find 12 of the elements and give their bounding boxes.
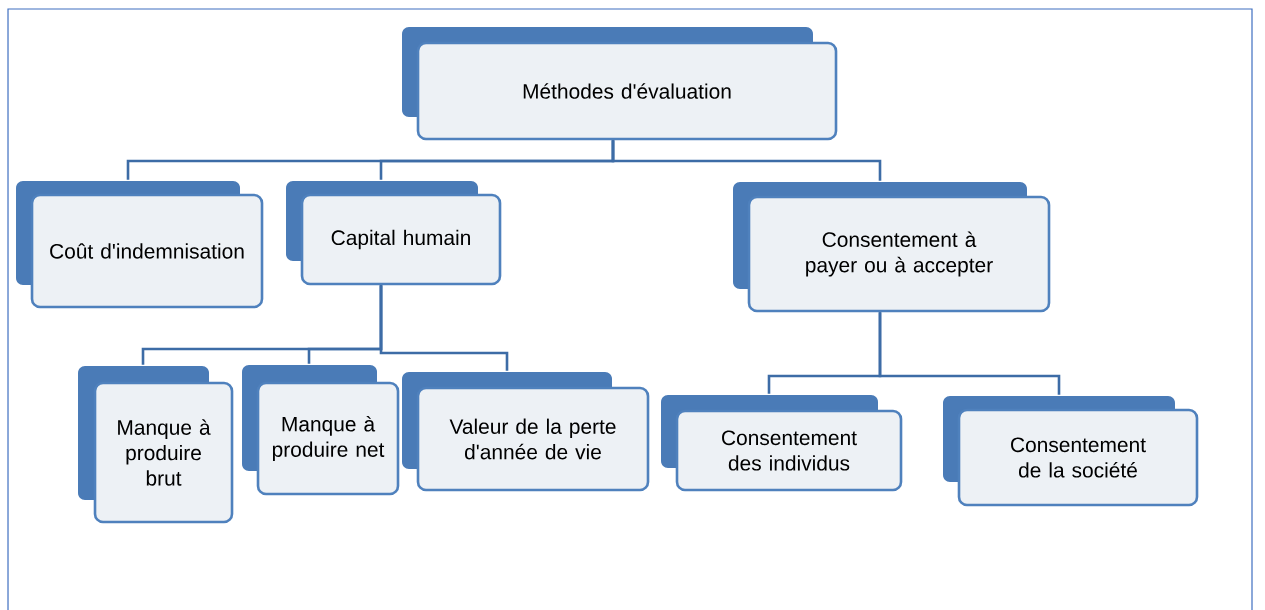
box-node: Consentement des individus <box>661 395 903 492</box>
box-node: Coût d'indemnisation <box>16 181 264 309</box>
box-node: Manque à produire brut <box>78 366 234 524</box>
box-node: Méthodes d'évaluation <box>402 27 838 141</box>
box-node: Consentement à payer ou à accepter <box>733 182 1051 313</box>
connector-line <box>878 312 1061 395</box>
box-node: Capital humain <box>286 181 502 286</box>
box-node: Manque à produire net <box>242 365 400 496</box>
box-node: Consentement de la société <box>943 396 1199 507</box>
box-node: Valeur de la perte d'année de vie <box>402 372 650 492</box>
connector-line <box>611 140 882 181</box>
connector-line <box>379 285 509 371</box>
